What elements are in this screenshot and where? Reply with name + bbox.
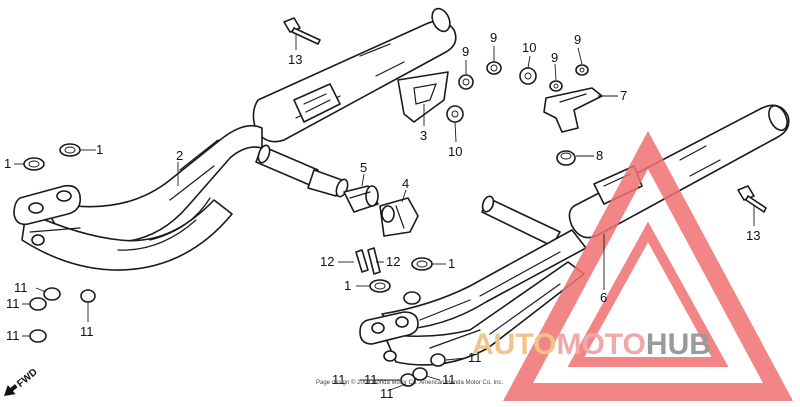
forward-direction-indicator: FWD: [4, 367, 40, 396]
nut-11-d: [29, 329, 47, 343]
callout-labels: 1 1 2 3 4 5 6 7 8 9 9 10 9 9 10 13 13 12…: [4, 30, 760, 401]
watermark-moto: MOTO: [556, 328, 645, 361]
left-connector-pipe: [255, 144, 349, 198]
callout-11f: 11: [332, 372, 346, 387]
callout-11a: 11: [14, 280, 28, 295]
callout-1d: 1: [344, 278, 351, 293]
callout-11c: 11: [80, 324, 94, 339]
callout-13a: 13: [288, 52, 302, 67]
nut-11-g: [400, 373, 416, 387]
nut-11-a: [43, 287, 61, 301]
stud-12-b: [367, 247, 381, 275]
watermark-text: AUTOMOTOHUB: [472, 328, 711, 361]
callout-11h: 11: [442, 372, 456, 387]
nut-10-a: [519, 67, 537, 85]
joint-collar-5: [343, 185, 379, 213]
callout-9c: 9: [551, 50, 558, 65]
callout-2: 2: [176, 148, 183, 163]
copyright-notice: Page design © 2003 Honda Motor Co. Ameri…: [316, 379, 504, 386]
gasket-1-d: [369, 279, 391, 293]
joint-clamp-4: [379, 197, 419, 237]
callout-1b: 1: [96, 142, 103, 157]
right-exhaust-pipe: [359, 104, 790, 366]
callout-10b: 10: [448, 144, 462, 159]
callout-9a: 9: [462, 44, 469, 59]
gasket-1-a: [23, 157, 45, 171]
callout-13b: 13: [746, 228, 760, 243]
callout-11d: 11: [6, 328, 20, 343]
nut-11-e: [403, 291, 421, 305]
nut-9-c: [549, 80, 563, 92]
callout-12a: 12: [320, 254, 334, 269]
bolt-13-left: [283, 17, 321, 45]
nut-11-b: [29, 297, 47, 311]
callout-8: 8: [596, 148, 603, 163]
nut-9-b: [486, 61, 502, 75]
callout-11i: 11: [380, 386, 394, 401]
callout-10a: 10: [522, 40, 536, 55]
gasket-1-c: [411, 257, 433, 271]
rubber-8: [556, 150, 576, 166]
nut-11-h: [412, 367, 428, 381]
automotohub-watermark: [502, 130, 794, 401]
watermark-hub: HUB: [646, 328, 711, 361]
callout-11b: 11: [6, 296, 20, 311]
callout-9b: 9: [490, 30, 497, 45]
callout-6: 6: [600, 290, 607, 305]
bracket-3: [397, 71, 449, 123]
nut-9-a: [458, 74, 474, 90]
callout-5: 5: [360, 160, 367, 175]
callout-12b: 12: [386, 254, 400, 269]
callout-9d: 9: [574, 32, 581, 47]
callout-11e: 11: [468, 350, 482, 365]
callout-1c: 1: [448, 256, 455, 271]
fwd-label: FWD: [15, 367, 40, 390]
leader-lines: [14, 34, 755, 391]
callout-11g: 11: [364, 372, 378, 387]
nut-9-d: [575, 64, 589, 76]
left-exhaust-pipe: [13, 7, 457, 271]
nut-10-b: [446, 105, 464, 123]
callout-4: 4: [402, 176, 409, 191]
bracket-7: [543, 87, 603, 133]
nut-11-f: [430, 353, 446, 367]
watermark-auto: AUTO: [472, 328, 556, 361]
callout-7: 7: [620, 88, 627, 103]
stud-12-a: [355, 249, 369, 273]
nut-11-c: [80, 289, 96, 303]
callout-3: 3: [420, 128, 427, 143]
gasket-1-b: [59, 143, 81, 157]
callout-1a: 1: [4, 156, 11, 171]
bolt-13-right: [737, 185, 767, 213]
